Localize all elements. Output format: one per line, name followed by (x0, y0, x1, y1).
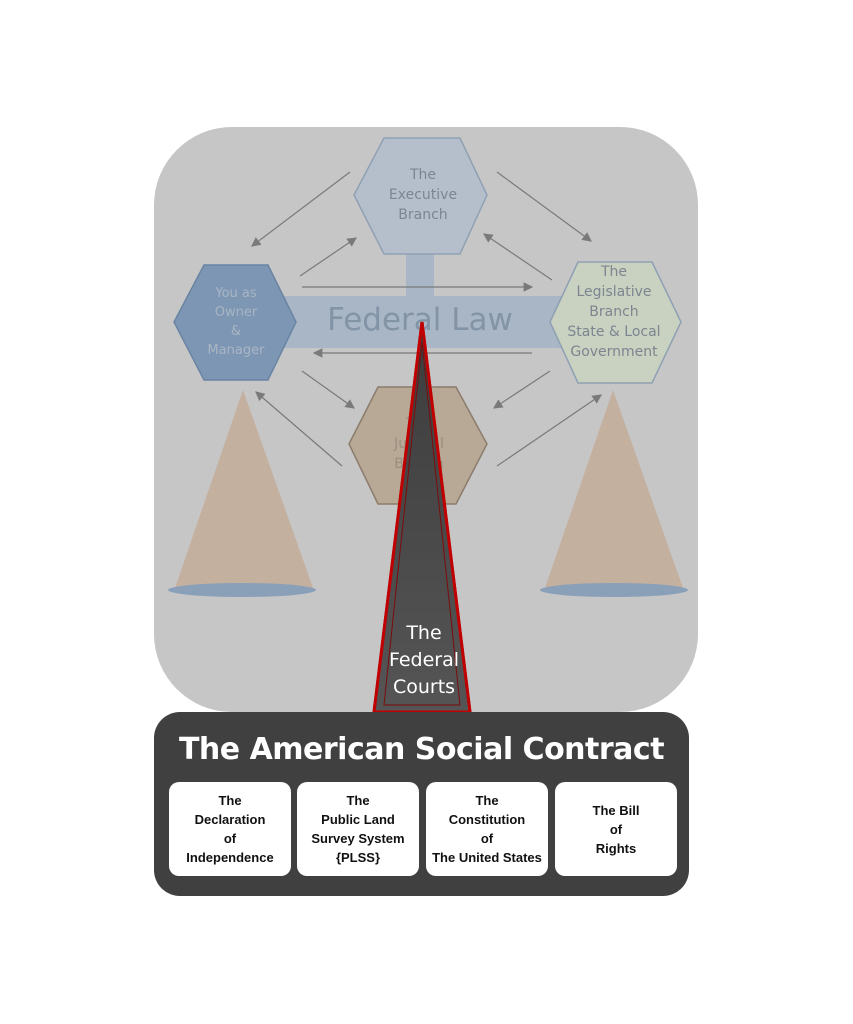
card-line: of (480, 831, 494, 846)
card-line: The United States (432, 850, 542, 865)
social-contract-title: The American Social Contract (178, 732, 665, 767)
exec-line: Executive (388, 187, 458, 203)
constitution-card: The Constitution of The United States (426, 782, 548, 876)
federal-law-vertical-bar (406, 250, 434, 300)
owner-manager-hex (173, 264, 297, 381)
owner-line: You as (215, 286, 257, 301)
legis-line: Legislative (576, 284, 652, 300)
card-line: Independence (186, 850, 274, 865)
social-contract-panel: The American Social Contract The Declara… (154, 712, 689, 896)
declaration-card: The Declaration of Independence (169, 782, 291, 876)
owner-line: & (230, 324, 242, 339)
owner-line: Manager (207, 343, 265, 358)
card-line: Rights (595, 840, 637, 856)
courts-line: Courts (392, 676, 456, 698)
card-line: The (218, 793, 242, 808)
executive-branch-label: The Executive Branch (368, 165, 478, 225)
legis-line: Branch (589, 304, 639, 320)
bill-of-rights-card: The Bill of Rights (555, 782, 677, 876)
card-line: The (475, 793, 499, 808)
card-line: Public Land (321, 812, 395, 827)
card-line: Declaration (194, 812, 266, 827)
jud-line: Branch (394, 456, 444, 472)
federal-courts-label: The Federal Courts (372, 620, 476, 701)
relationship-arrows (251, 171, 602, 467)
card-line: Survey System (311, 831, 405, 846)
card-line: {PLSS} (335, 850, 381, 865)
right-pan (540, 583, 688, 597)
courts-line: Federal (388, 649, 460, 671)
judicial-branch-label: The Judicial Branch (360, 414, 478, 474)
executive-branch-hex (353, 137, 488, 255)
legislative-branch-label: The Legislative Branch State & Local Gov… (552, 262, 676, 362)
jud-line: Judicial (394, 436, 444, 452)
left-pan (168, 583, 316, 597)
card-line: Constitution (448, 812, 526, 827)
exec-line: Branch (398, 207, 448, 223)
exec-line: The (409, 167, 437, 183)
legislative-branch-hex (549, 261, 682, 384)
owner-line: Owner (214, 305, 258, 320)
card-line: of (223, 831, 237, 846)
courts-line: The (406, 622, 442, 644)
card-line: of (609, 821, 623, 837)
right-cone (545, 390, 683, 588)
card-line: The (346, 793, 370, 808)
owner-manager-label: You as Owner & Manager (196, 284, 276, 360)
left-cone (175, 390, 313, 588)
plss-card: The Public Land Survey System {PLSS} (297, 782, 419, 876)
jud-line: The (405, 416, 433, 432)
federal-law-label: Federal Law (327, 302, 513, 338)
card-line: The Bill (592, 802, 640, 818)
legis-line: Government (570, 344, 658, 360)
legis-line: State & Local (567, 324, 661, 340)
legis-line: The (600, 264, 628, 280)
